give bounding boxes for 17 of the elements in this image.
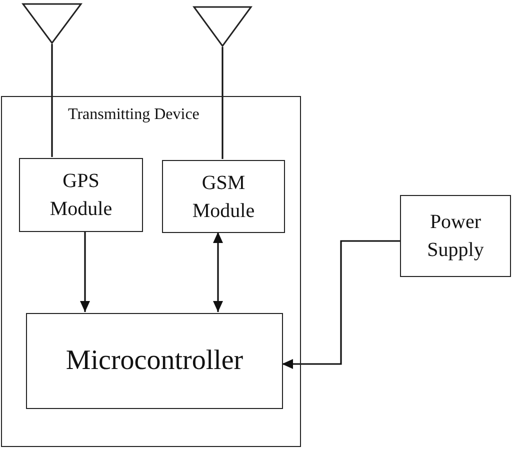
device-frame (1, 96, 301, 447)
double-arrow (213, 232, 223, 312)
box-label: Power Supply (426, 210, 485, 263)
block-box (19, 158, 143, 232)
arrow (80, 231, 90, 312)
block-box (26, 313, 283, 409)
box-label: GPS Module (48, 169, 114, 222)
box-label: Microcontroller (66, 344, 244, 378)
block-box (162, 160, 285, 233)
box-label: GSM Module (191, 170, 256, 224)
connector-line (222, 47, 224, 159)
frame-title: Transmitting Device (68, 105, 200, 125)
connector-line (51, 44, 53, 157)
block-box (400, 195, 511, 277)
antenna-triangle (22, 3, 82, 44)
antenna-triangle (193, 6, 252, 47)
arrow (282, 240, 400, 369)
